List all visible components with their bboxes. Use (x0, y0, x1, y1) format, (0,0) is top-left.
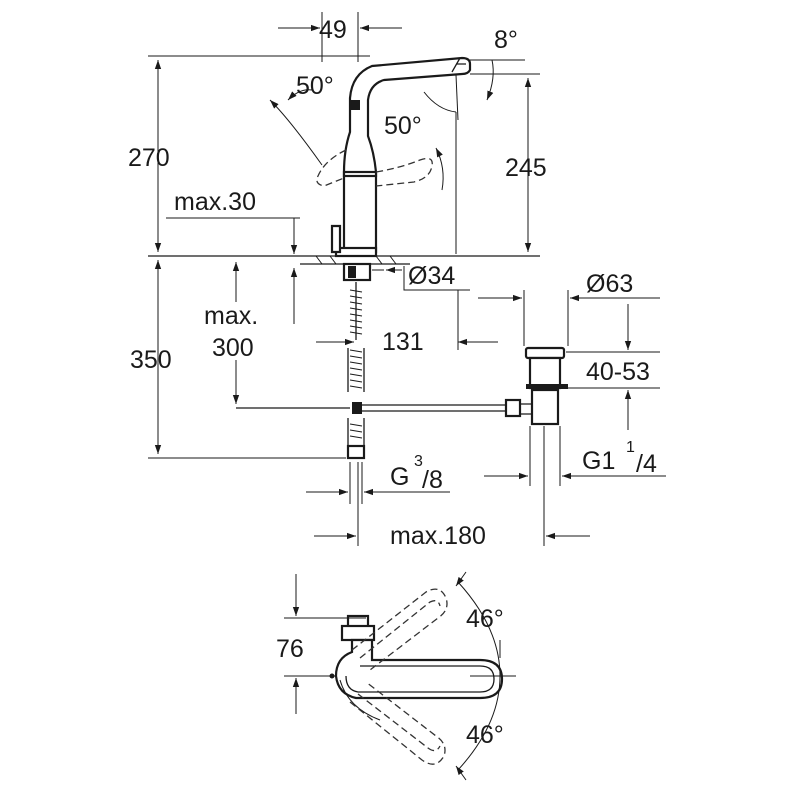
popup-base (340, 624, 376, 642)
waste-flange (524, 346, 566, 360)
hose-lower (347, 418, 365, 446)
lever-left-dashed (316, 149, 347, 187)
dim-spout-width: 49 (319, 16, 347, 44)
dim-lever-angle-right: 50° (384, 112, 422, 140)
spout-dashed-up-inner (359, 600, 441, 659)
spout-dashed-up (351, 588, 448, 671)
nut-dark (348, 266, 356, 278)
hose-braid (349, 349, 363, 389)
front-view: 49 8° 50° 50° 270 245 max.30 Ø34 (128, 12, 666, 550)
spout-inner-outline (345, 665, 495, 693)
dim-spout-height: 245 (505, 154, 547, 182)
body-base (334, 246, 378, 258)
rod-coupling (504, 398, 522, 418)
dim-lever-angle-left: 50° (296, 72, 334, 100)
waste-nut (526, 384, 568, 389)
deck-hatching (315, 255, 397, 265)
lever-pivot (350, 100, 360, 110)
top-view: 76 46° 46° (276, 571, 516, 781)
rod-clip (352, 402, 362, 414)
waste-tail (530, 388, 560, 426)
stud-thread (349, 289, 363, 335)
faucet-body (342, 56, 472, 254)
spout-dashed-down-inner (357, 693, 441, 752)
popup-rod (330, 224, 342, 254)
dim-inlet-thread-den: /8 (422, 466, 443, 494)
dim-inlet-thread-num: 3 (414, 453, 423, 470)
dim-total-height: 270 (128, 144, 170, 172)
dim-hole-diameter: Ø34 (408, 262, 455, 290)
dim-waste-diameter: Ø63 (586, 270, 633, 298)
dim-spout-tilt: 8° (494, 26, 518, 54)
dim-waste-thread-den: /4 (636, 450, 657, 478)
waste-collar (528, 356, 562, 390)
dim-deck-thickness: max.30 (174, 188, 256, 216)
dim-swivel-angle-bottom: 46° (466, 721, 504, 749)
hose-lower-braid (349, 423, 363, 439)
spout-dashed-down (349, 681, 446, 765)
dim-under-height: 350 (130, 346, 172, 374)
dim-waste-thread-num: 1 (626, 439, 635, 456)
hose (347, 348, 365, 392)
dim-swivel-angle-top: 46° (466, 605, 504, 633)
fixing-nut (342, 262, 372, 282)
dim-rod-length: max.180 (390, 522, 486, 550)
dim-connection-length-line2: 300 (212, 334, 254, 362)
lever-right-dashed (375, 157, 433, 187)
aerator (451, 57, 466, 73)
inlet-connector (346, 444, 366, 460)
dim-waste-offset: 131 (382, 328, 424, 356)
dim-inlet-thread-base: G (390, 463, 409, 491)
dim-waste-thread-base: G1 (582, 447, 615, 475)
dim-projection: 76 (276, 635, 304, 663)
waste-joint (520, 403, 532, 415)
dim-connection-length-line1: max. (204, 302, 258, 330)
pull-rod (362, 404, 512, 412)
dim-waste-range: 40-53 (586, 358, 650, 386)
swivel-arc (339, 679, 381, 721)
spout-top-view (334, 638, 504, 700)
body-ring (342, 170, 378, 178)
